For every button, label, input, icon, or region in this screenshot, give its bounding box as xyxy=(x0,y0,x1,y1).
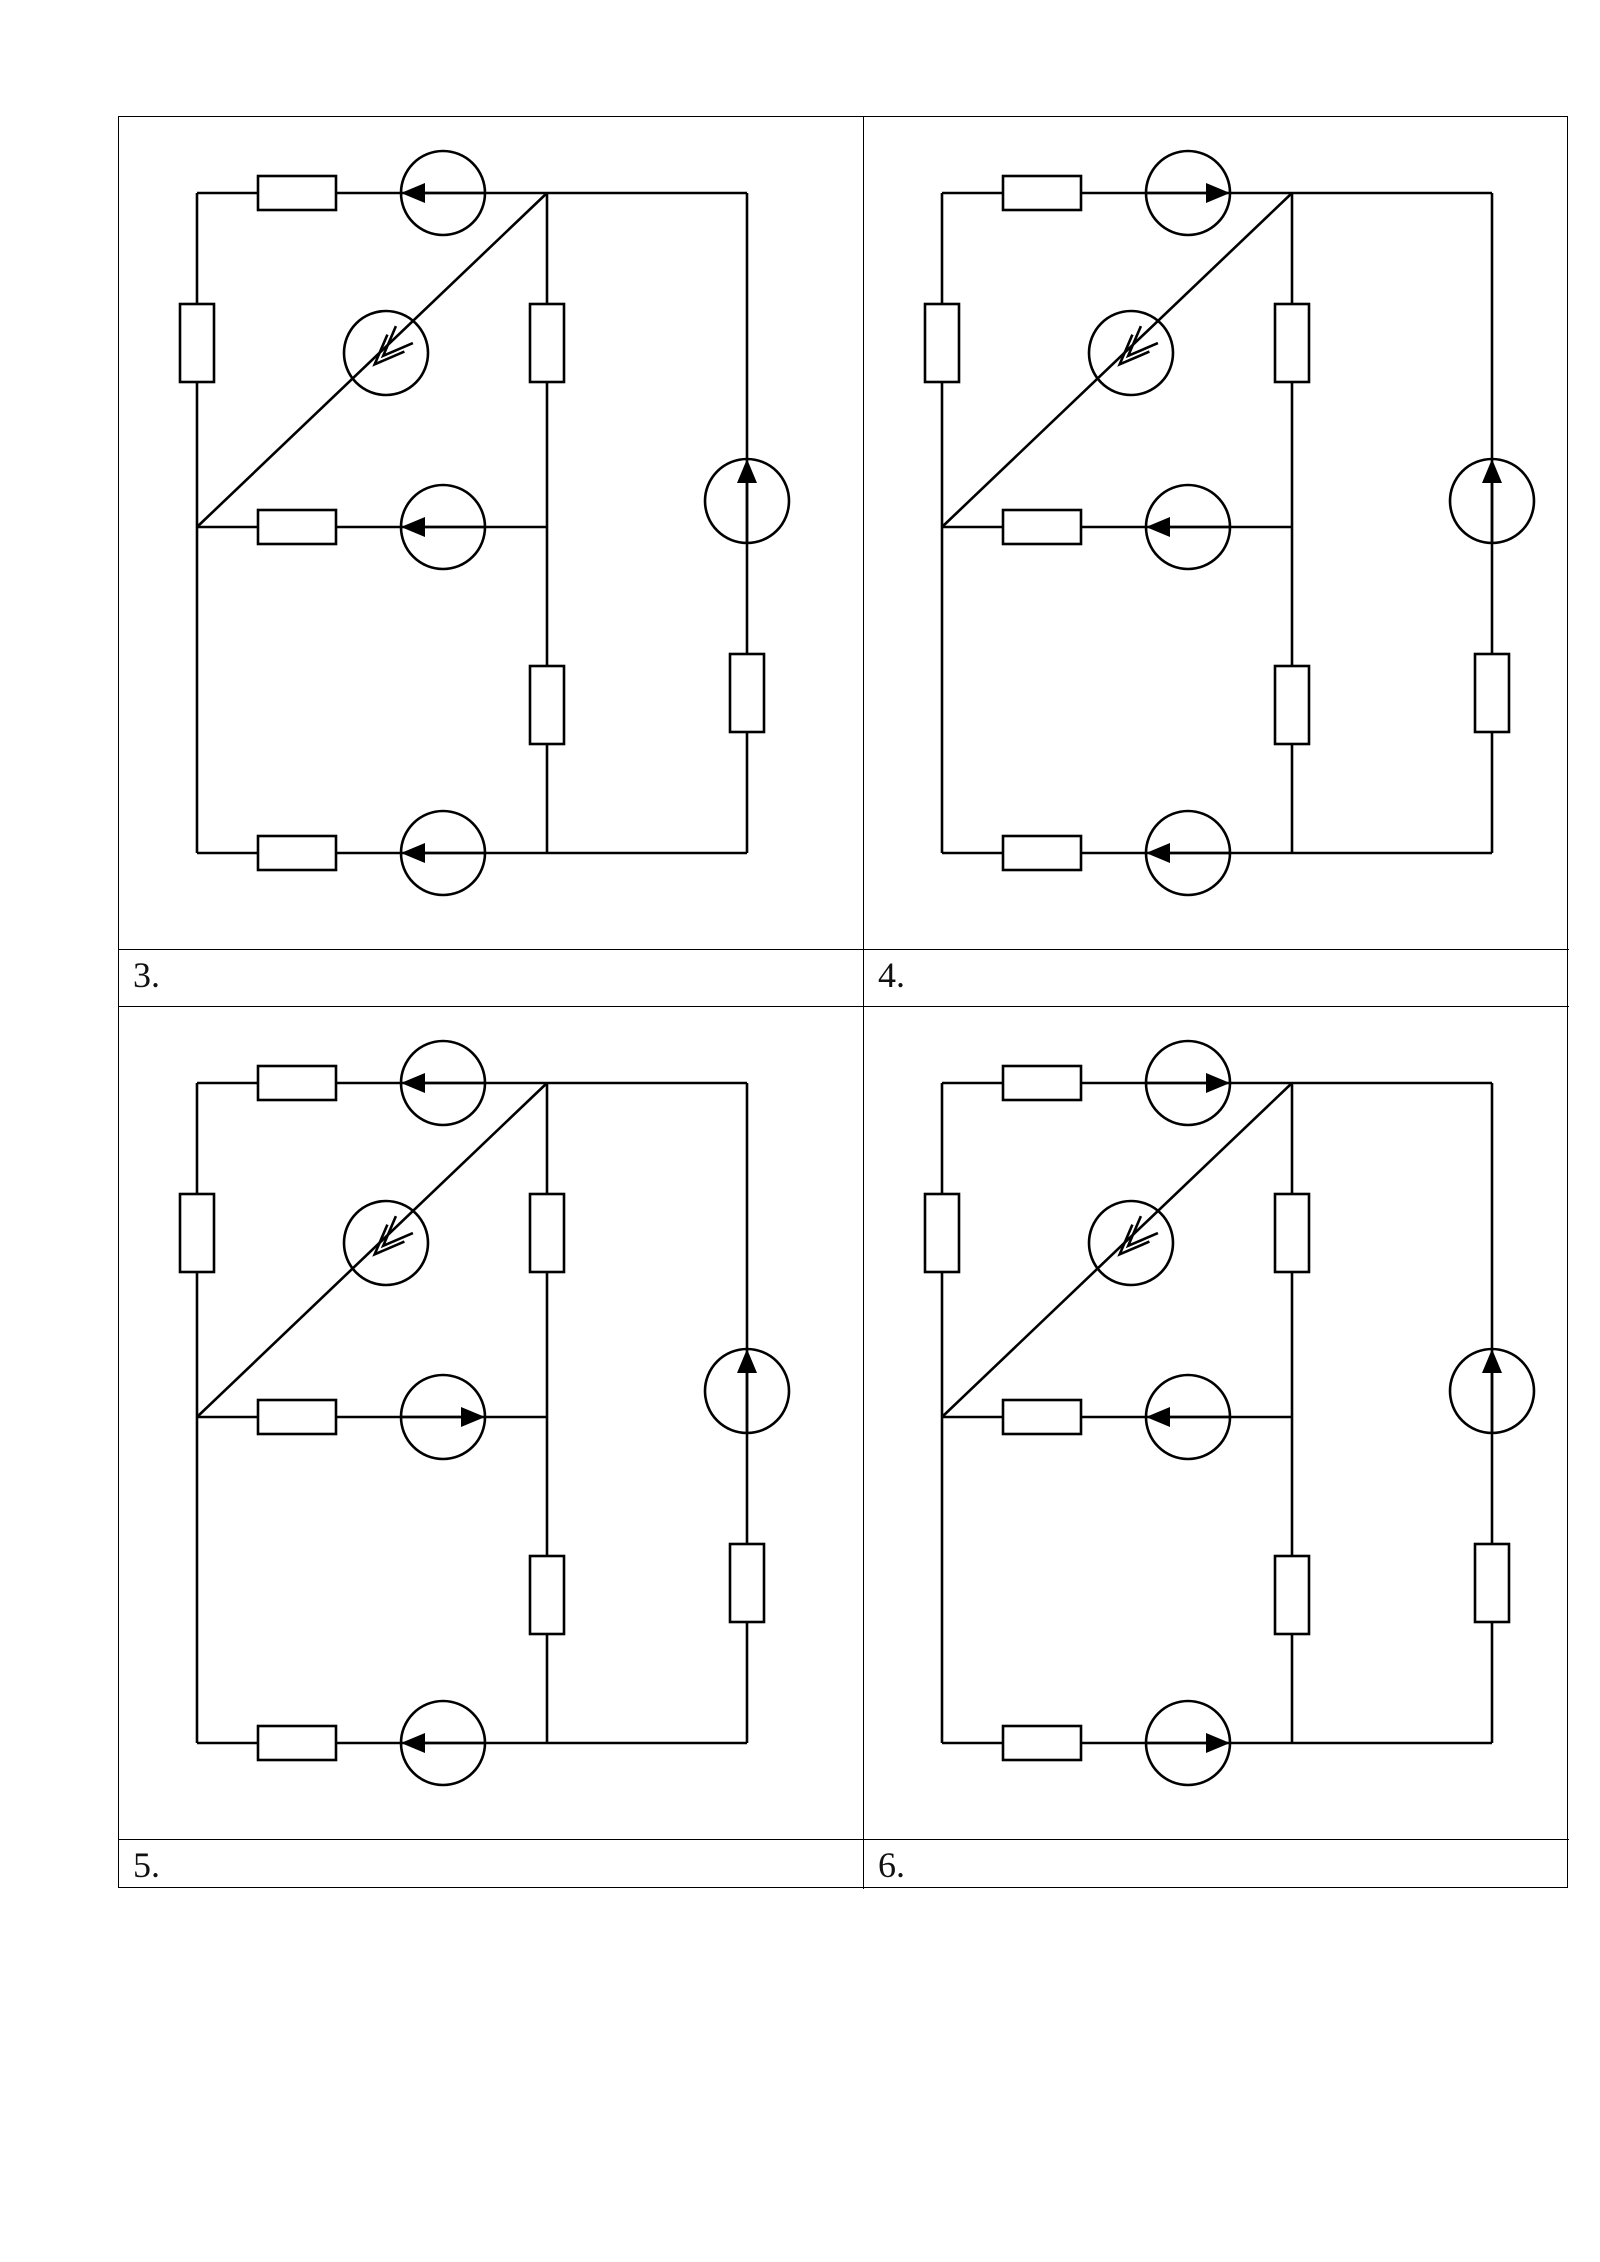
source-diagonal-chevron-1 xyxy=(1117,334,1150,367)
diagram-cell-2 xyxy=(864,117,1569,950)
source-bottom-arrowhead xyxy=(401,843,425,863)
diagram-cell-4 xyxy=(864,1007,1569,1840)
resistor-center-upper xyxy=(1273,1192,1311,1274)
resistor-left xyxy=(923,1192,961,1274)
resistor-right xyxy=(728,652,766,734)
resistor-right xyxy=(1473,652,1511,734)
resistor-center-upper xyxy=(528,1192,566,1274)
source-diagonal-chevron-1 xyxy=(372,334,405,367)
label-cell-1: 3. xyxy=(119,950,864,1007)
source-bottom-arrowhead xyxy=(1206,1733,1230,1753)
source-top-arrowhead xyxy=(401,1073,425,1093)
resistor-bottom xyxy=(1001,1724,1083,1762)
resistor-top xyxy=(1001,1064,1083,1102)
resistor-center-lower xyxy=(1273,664,1311,746)
resistor-bottom xyxy=(256,1724,338,1762)
source-top-arrowhead xyxy=(401,183,425,203)
label-cell-4: 6. xyxy=(864,1840,1569,1889)
source-diagonal-circle xyxy=(1087,1199,1175,1287)
source-diagonal-circle xyxy=(342,1199,430,1287)
resistor-left xyxy=(178,1192,216,1274)
source-middle-arrowhead xyxy=(1146,517,1170,537)
resistor-bottom xyxy=(256,834,338,872)
variant-label-6: 6. xyxy=(878,1845,905,1885)
circuit-table: 3. 4. 5. 6. xyxy=(118,116,1569,1889)
label-cell-3: 5. xyxy=(119,1840,864,1889)
source-diagonal-chevron-1 xyxy=(1117,1224,1150,1257)
diagonal-wire xyxy=(196,1082,548,1418)
resistor-middle xyxy=(1001,1398,1083,1436)
circuit-diagram-3 xyxy=(178,1039,791,1787)
source-bottom-arrowhead xyxy=(401,1733,425,1753)
resistor-left xyxy=(178,302,216,384)
resistor-middle xyxy=(256,1398,338,1436)
diagonal-wire xyxy=(941,1082,1293,1418)
diagonal-wire xyxy=(941,192,1293,528)
diagonal-wire xyxy=(196,192,548,528)
circuit-diagram-4 xyxy=(923,1039,1536,1787)
source-diagonal-chevron-2 xyxy=(1125,1215,1159,1249)
variant-label-5: 5. xyxy=(133,1845,160,1885)
resistor-center-lower xyxy=(528,664,566,746)
circuit-diagram-2 xyxy=(923,149,1536,897)
source-top-arrowhead xyxy=(1206,183,1230,203)
source-diagonal-circle xyxy=(1087,309,1175,397)
source-diagonal-circle xyxy=(342,309,430,397)
source-right-arrowhead xyxy=(1482,459,1502,483)
resistor-bottom xyxy=(1001,834,1083,872)
diagram-cell-3 xyxy=(119,1007,864,1840)
source-middle-arrowhead xyxy=(1146,1407,1170,1427)
resistor-center-upper xyxy=(1273,302,1311,384)
source-diagonal-chevron-2 xyxy=(380,325,414,359)
source-middle-arrowhead xyxy=(461,1407,485,1427)
resistor-center-lower xyxy=(528,1554,566,1636)
source-diagonal-chevron-2 xyxy=(1125,325,1159,359)
resistor-left xyxy=(923,302,961,384)
label-cell-2: 4. xyxy=(864,950,1569,1007)
source-right-arrowhead xyxy=(737,459,757,483)
source-right-arrowhead xyxy=(737,1349,757,1373)
resistor-middle xyxy=(256,508,338,546)
circuit-diagram-1 xyxy=(178,149,791,897)
diagram-cell-1 xyxy=(119,117,864,950)
resistor-middle xyxy=(1001,508,1083,546)
source-diagonal-chevron-2 xyxy=(380,1215,414,1249)
resistor-right xyxy=(1473,1542,1511,1624)
source-bottom-arrowhead xyxy=(1146,843,1170,863)
resistor-center-upper xyxy=(528,302,566,384)
variant-label-3: 3. xyxy=(133,955,160,995)
resistor-center-lower xyxy=(1273,1554,1311,1636)
source-middle-arrowhead xyxy=(401,517,425,537)
resistor-right xyxy=(728,1542,766,1624)
resistor-top xyxy=(256,174,338,212)
variant-label-4: 4. xyxy=(878,955,905,995)
resistor-top xyxy=(256,1064,338,1102)
source-diagonal-chevron-1 xyxy=(372,1224,405,1257)
source-right-arrowhead xyxy=(1482,1349,1502,1373)
resistor-top xyxy=(1001,174,1083,212)
source-top-arrowhead xyxy=(1206,1073,1230,1093)
